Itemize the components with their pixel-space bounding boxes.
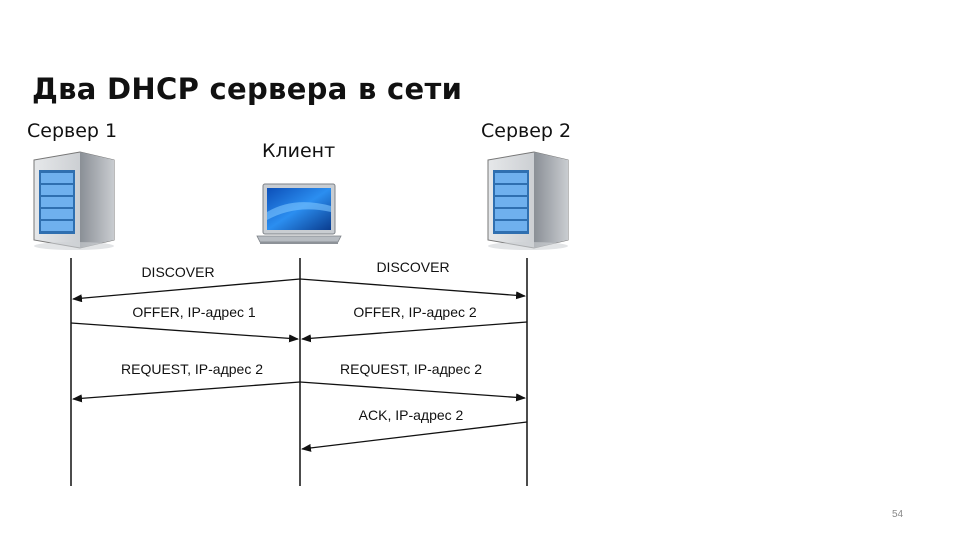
message-arrow — [70, 322, 299, 343]
message-arrow — [72, 278, 301, 303]
message-arrow — [299, 381, 526, 402]
server1-label: Сервер 1 — [27, 120, 118, 142]
message-arrow — [299, 278, 526, 300]
client-label: Клиент — [262, 140, 336, 162]
message-label: OFFER, IP-адрес 1 — [132, 304, 256, 320]
message-label: DISCOVER — [376, 259, 450, 275]
server-icon — [487, 151, 569, 250]
laptop-icon — [256, 183, 342, 244]
message-label: DISCOVER — [141, 264, 215, 280]
message-arrow — [72, 381, 301, 403]
message-label: REQUEST, IP-адрес 2 — [340, 361, 482, 377]
message-label: REQUEST, IP-адрес 2 — [121, 361, 263, 377]
server-icon — [33, 151, 115, 250]
server2-label: Сервер 2 — [481, 120, 572, 142]
message-label: OFFER, IP-адрес 2 — [353, 304, 477, 320]
message-arrow — [301, 421, 528, 452]
slide-title: Два DHCP сервера в сети — [32, 72, 463, 106]
message-label: ACK, IP-адрес 2 — [358, 407, 464, 423]
page-number: 54 — [892, 509, 904, 520]
message-arrow — [301, 321, 528, 343]
